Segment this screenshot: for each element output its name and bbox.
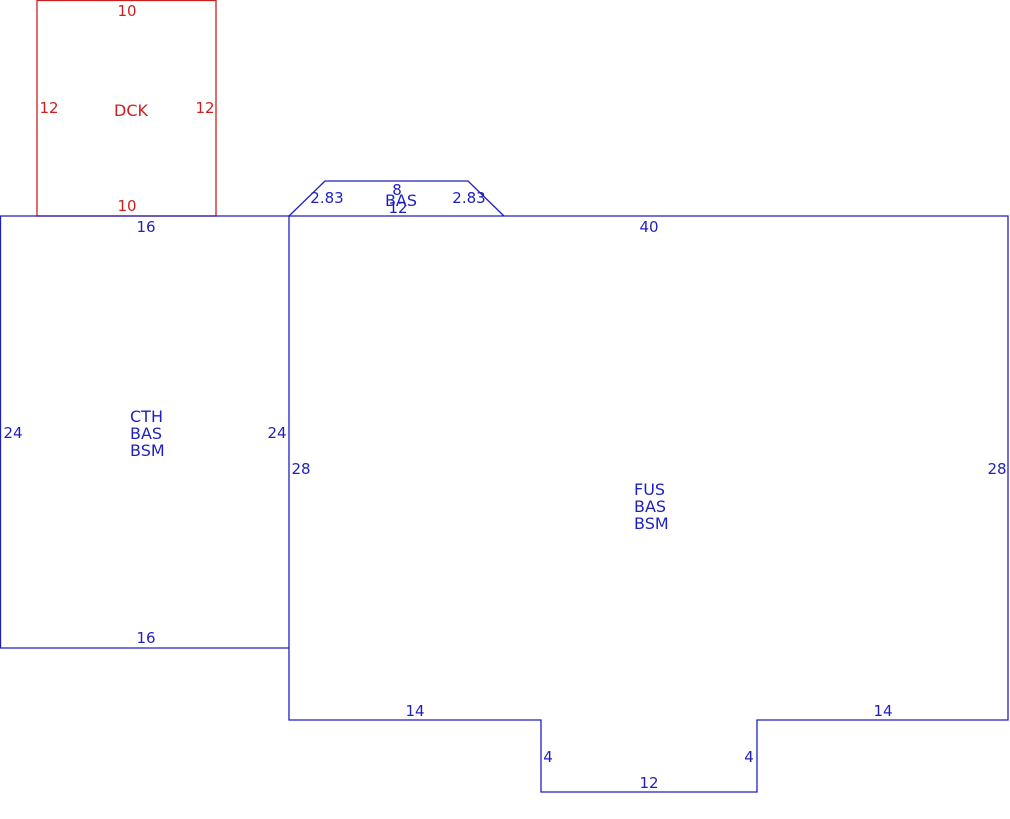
fus-notch-left-dim: 4: [543, 748, 553, 766]
deck-left-dim: 12: [39, 99, 58, 117]
fus-bottom-right-dim: 14: [873, 702, 892, 720]
cth-outline: [0, 215, 289, 649]
fus-right-dim: 28: [987, 460, 1006, 478]
deck-label: DCK: [114, 101, 148, 120]
cth-bottom-dim: 16: [136, 629, 155, 647]
cth-right-dim: 24: [267, 424, 286, 442]
cth-label-3: BSM: [130, 441, 165, 460]
fus-bottom-left-dim: 14: [405, 702, 424, 720]
bay-outline: [288, 180, 505, 217]
bay-top-dim: 8: [392, 181, 402, 199]
deck-right-dim: 12: [195, 99, 214, 117]
bay-bottom-dim: 12: [388, 199, 407, 217]
bay-label: BAS: [385, 191, 417, 210]
fus-label-2: BAS: [634, 497, 666, 516]
fus-top-dim: 40: [639, 218, 658, 236]
fus-label-3: BSM: [634, 514, 669, 533]
bay-right-dim: 2.83: [452, 189, 485, 207]
fus-left-dim: 28: [291, 460, 310, 478]
fus-outline: [288, 215, 1009, 793]
cth-left-dim: 24: [3, 424, 22, 442]
cth-top-dim: 16: [136, 218, 155, 236]
fus-notch-bottom-dim: 12: [639, 774, 658, 792]
deck-bottom-dim: 10: [117, 197, 136, 215]
fus-label-1: FUS: [634, 480, 665, 499]
cth-label-2: BAS: [130, 424, 162, 443]
bay-left-dim: 2.83: [310, 189, 343, 207]
cth-label-1: CTH: [130, 407, 163, 426]
fus-notch-right-dim: 4: [744, 748, 754, 766]
deck-top-dim: 10: [117, 2, 136, 20]
